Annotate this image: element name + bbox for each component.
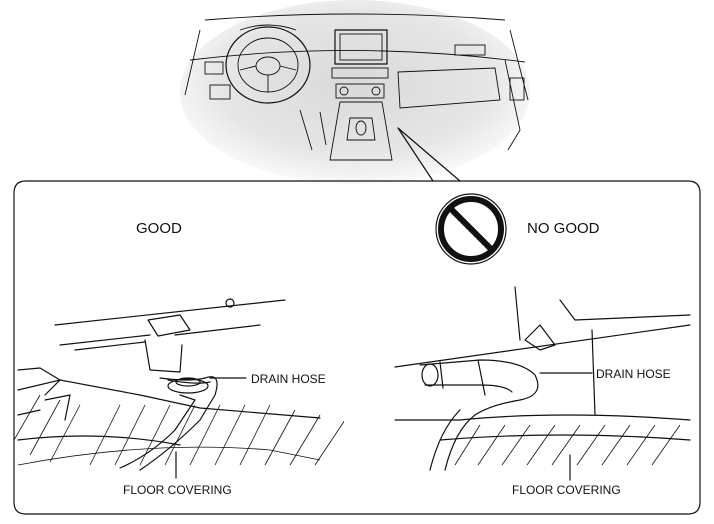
no-good-illustration — [394, 286, 691, 471]
callout-frame — [13, 180, 701, 515]
good-floor-label: FLOOR COVERING — [123, 483, 232, 497]
no-good-floor-label: FLOOR COVERING — [512, 483, 621, 497]
callout-pointer — [397, 127, 434, 182]
prohibited-icon — [435, 193, 507, 265]
good-illustration — [14, 298, 344, 471]
good-floor-hatch — [14, 394, 344, 466]
good-title: GOOD — [136, 220, 182, 237]
no-good-drain-hose-label: DRAIN HOSE — [596, 367, 671, 381]
no-good-floor-hatch — [454, 424, 681, 466]
no-good-title: NO GOOD — [527, 220, 600, 237]
good-drain-hose-label: DRAIN HOSE — [251, 372, 326, 386]
dashboard-illustration — [180, 0, 530, 184]
